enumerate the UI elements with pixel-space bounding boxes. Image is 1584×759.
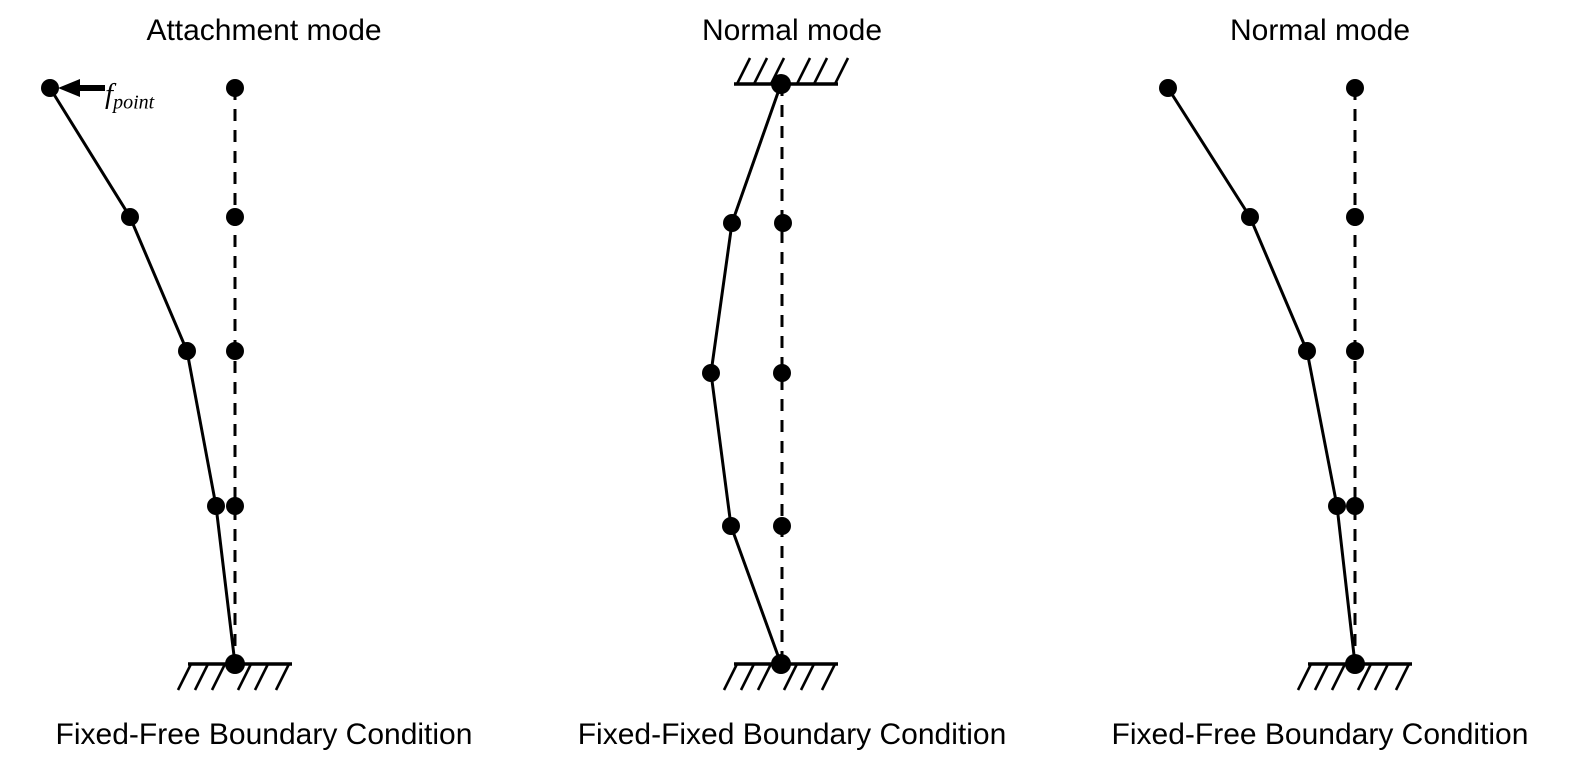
undeformed-node bbox=[226, 79, 244, 97]
deformed-node bbox=[702, 364, 720, 382]
panel-3-drawing bbox=[1159, 79, 1412, 691]
deformed-shape-line bbox=[48, 86, 237, 666]
panel-title: Normal mode bbox=[1229, 14, 1411, 47]
deformed-node bbox=[1159, 79, 1177, 97]
fixed-support-top-icon bbox=[734, 57, 850, 86]
panel-caption: Fixed-Free Boundary Condition bbox=[1111, 718, 1529, 751]
deformed-node bbox=[121, 208, 139, 226]
deformed-node bbox=[207, 497, 225, 515]
undeformed-node bbox=[1346, 208, 1364, 226]
undeformed-node bbox=[774, 214, 792, 232]
fixed-support-bottom-icon bbox=[1296, 662, 1412, 691]
panel-normal-mode-fixed-fixed: Normal mode bbox=[528, 0, 1056, 759]
deformed-node bbox=[723, 214, 741, 232]
deformed-node bbox=[1328, 497, 1346, 515]
undeformed-node bbox=[1346, 79, 1364, 97]
fixed-support-bottom-icon bbox=[176, 662, 292, 691]
panel-attachment-mode: Attachment mode bbox=[0, 0, 528, 759]
deformed-node bbox=[1241, 208, 1259, 226]
undeformed-node bbox=[226, 342, 244, 360]
panel-caption: Fixed-Fixed Boundary Condition bbox=[577, 718, 1007, 751]
panel-caption: Fixed-Free Boundary Condition bbox=[55, 718, 473, 751]
fixed-support-bottom-icon bbox=[722, 662, 838, 691]
deformed-node bbox=[41, 79, 59, 97]
force-point-label: fpoint bbox=[105, 78, 154, 115]
force-symbol-subscript: point bbox=[113, 91, 155, 114]
panel-2-drawing bbox=[702, 57, 850, 691]
panel-normal-mode-fixed-free: Normal mode bbox=[1056, 0, 1584, 759]
deformed-node bbox=[178, 342, 196, 360]
panel-1-drawing bbox=[41, 79, 292, 691]
force-symbol: f bbox=[105, 78, 114, 110]
panel-title: Normal mode bbox=[701, 14, 883, 47]
undeformed-node bbox=[226, 497, 244, 515]
undeformed-node bbox=[1346, 342, 1364, 360]
undeformed-node bbox=[1346, 497, 1364, 515]
undeformed-node bbox=[773, 364, 791, 382]
deformed-shape-line bbox=[709, 82, 783, 666]
deformed-node bbox=[1298, 342, 1316, 360]
undeformed-node bbox=[226, 208, 244, 226]
undeformed-node bbox=[773, 517, 791, 535]
force-arrow-icon bbox=[58, 79, 105, 97]
panel-title: Attachment mode bbox=[146, 14, 382, 47]
deformed-shape-line bbox=[1166, 86, 1357, 666]
deformed-node bbox=[722, 517, 740, 535]
